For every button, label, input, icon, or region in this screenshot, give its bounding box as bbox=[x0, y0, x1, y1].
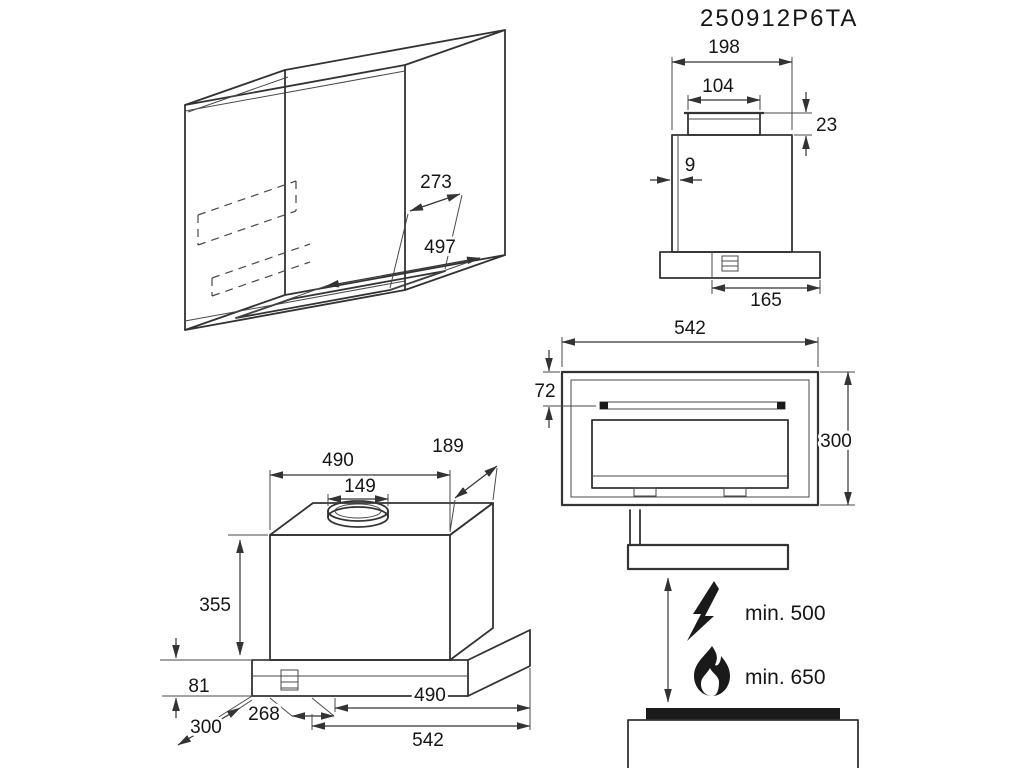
dim-hood-inner-depth: 268 bbox=[248, 704, 280, 725]
cabinet-cutout-view: 273 497 bbox=[184, 29, 506, 331]
dim-front-width: 542 bbox=[674, 318, 706, 339]
dim-total-depth: 198 bbox=[708, 37, 740, 58]
clearance-electric-label: min. 500 bbox=[745, 602, 826, 625]
dim-hood-body-height: 355 bbox=[199, 595, 231, 616]
clearance-gas-label: min. 650 bbox=[745, 666, 826, 689]
dim-front-height: 300 bbox=[820, 431, 852, 452]
dim-front-top-height: 72 bbox=[534, 381, 555, 402]
lightning-icon bbox=[687, 581, 719, 641]
dim-hood-base-width: 490 bbox=[414, 685, 446, 706]
dim-hood-base-height: 81 bbox=[188, 676, 209, 697]
dim-base-depth: 165 bbox=[750, 290, 782, 311]
dim-panel-thickness: 9 bbox=[685, 155, 696, 176]
model-number: 250912P6TA bbox=[700, 5, 858, 32]
dim-hood-top-width: 490 bbox=[322, 450, 354, 471]
dim-hood-base-depth: 300 bbox=[190, 717, 222, 738]
dim-cutout-depth: 273 bbox=[420, 172, 452, 193]
clearance-view: min. 500 min. 650 bbox=[626, 509, 859, 768]
dim-duct-depth: 104 bbox=[702, 76, 734, 97]
dim-cutout-width: 497 bbox=[424, 237, 456, 258]
side-section-view: 198 104 23 9 165 bbox=[650, 34, 840, 314]
dim-duct-height: 23 bbox=[816, 115, 837, 136]
dim-hood-total-width: 542 bbox=[412, 730, 444, 751]
hood-perspective-view: 490 189 149 355 81 300 268 490 542 bbox=[160, 433, 531, 754]
flame-icon bbox=[694, 646, 730, 696]
cooktop-surface bbox=[646, 708, 840, 720]
dim-hood-duct-width: 149 bbox=[344, 476, 376, 497]
dim-hood-rear-depth: 189 bbox=[432, 436, 464, 457]
front-view: 542 72 300 bbox=[531, 315, 855, 507]
